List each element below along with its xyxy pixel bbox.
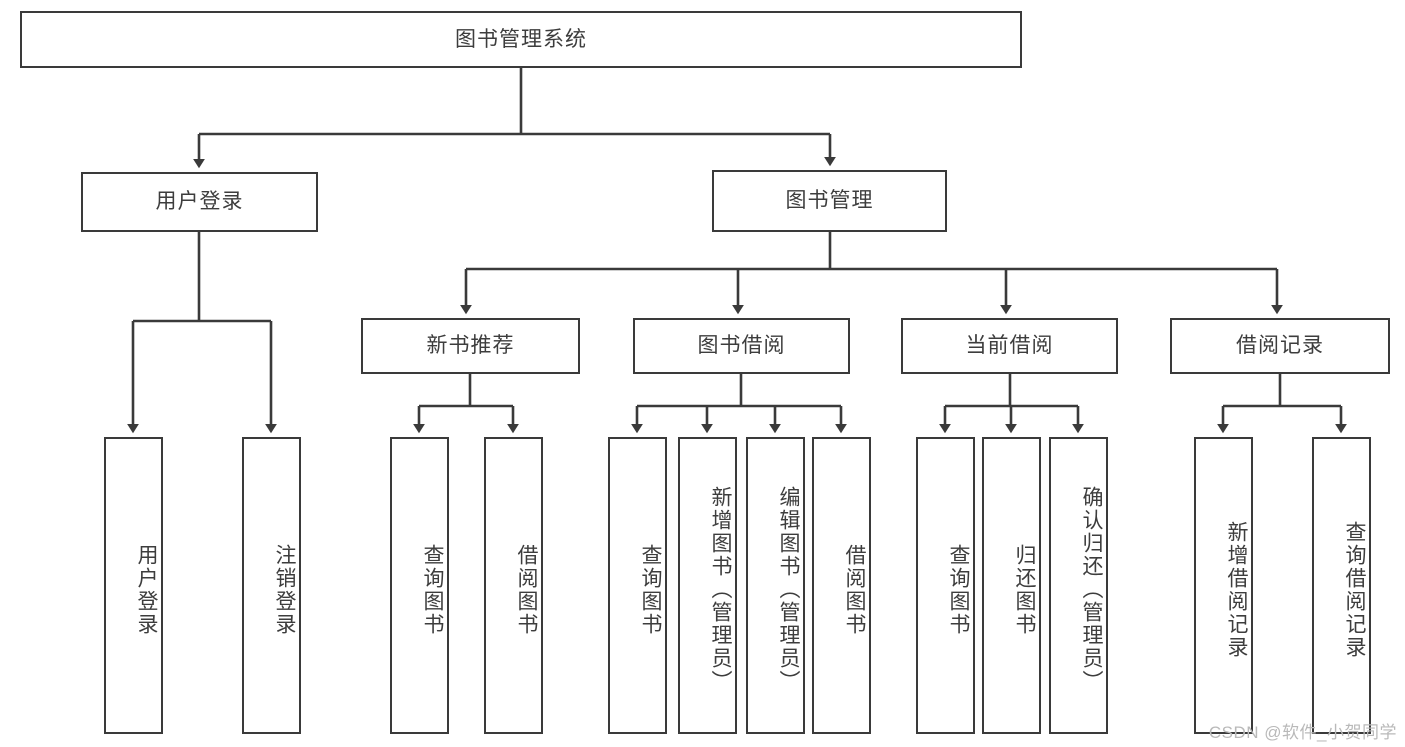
leaf-query-book-new[interactable]: 查询图书 bbox=[390, 437, 449, 734]
node-user-login[interactable]: 用户登录 bbox=[81, 172, 318, 232]
node-current-borrow[interactable]: 当前借阅 bbox=[901, 318, 1118, 374]
leaf-add-book-admin-label: 新增图书（管理员） bbox=[709, 486, 732, 693]
node-new-book-recommend[interactable]: 新书推荐 bbox=[361, 318, 580, 374]
node-book-management[interactable]: 图书管理 bbox=[712, 170, 947, 232]
leaf-logout[interactable]: 注销登录 bbox=[242, 437, 301, 734]
leaf-query-book-current[interactable]: 查询图书 bbox=[916, 437, 975, 734]
leaf-user-login[interactable]: 用户登录 bbox=[104, 437, 163, 734]
node-book-borrow-label: 图书借阅 bbox=[697, 334, 786, 358]
leaf-edit-book-admin-label: 编辑图书（管理员） bbox=[777, 486, 800, 693]
leaf-query-book-new-label: 查询图书 bbox=[421, 543, 444, 636]
leaf-user-login-label: 用户登录 bbox=[135, 543, 158, 636]
node-new-book-recommend-label: 新书推荐 bbox=[426, 334, 515, 358]
leaf-query-book-borrow[interactable]: 查询图书 bbox=[608, 437, 667, 734]
leaf-borrow-book-new[interactable]: 借阅图书 bbox=[484, 437, 543, 734]
leaf-borrow-book-label: 借阅图书 bbox=[843, 543, 866, 636]
leaf-add-borrow-record[interactable]: 新增借阅记录 bbox=[1194, 437, 1253, 734]
leaf-query-book-borrow-label: 查询图书 bbox=[639, 543, 662, 636]
leaf-confirm-return-admin-label: 确认归还（管理员） bbox=[1080, 486, 1103, 693]
node-borrow-record-label: 借阅记录 bbox=[1236, 334, 1324, 358]
leaf-return-book[interactable]: 归还图书 bbox=[982, 437, 1041, 734]
node-user-login-label: 用户登录 bbox=[155, 190, 244, 214]
node-book-borrow[interactable]: 图书借阅 bbox=[633, 318, 850, 374]
leaf-query-borrow-record[interactable]: 查询借阅记录 bbox=[1312, 437, 1371, 734]
leaf-confirm-return-admin[interactable]: 确认归还（管理员） bbox=[1049, 437, 1108, 734]
leaf-query-borrow-record-label: 查询借阅记录 bbox=[1343, 520, 1366, 659]
leaf-borrow-book[interactable]: 借阅图书 bbox=[812, 437, 871, 734]
leaf-logout-label: 注销登录 bbox=[273, 543, 296, 636]
leaf-add-book-admin[interactable]: 新增图书（管理员） bbox=[678, 437, 737, 734]
leaf-return-book-label: 归还图书 bbox=[1013, 543, 1036, 636]
leaf-query-book-current-label: 查询图书 bbox=[947, 543, 970, 636]
leaf-add-borrow-record-label: 新增借阅记录 bbox=[1225, 520, 1248, 659]
node-book-management-label: 图书管理 bbox=[785, 189, 874, 213]
node-root[interactable]: 图书管理系统 bbox=[20, 11, 1022, 68]
node-current-borrow-label: 当前借阅 bbox=[965, 334, 1054, 358]
leaf-edit-book-admin[interactable]: 编辑图书（管理员） bbox=[746, 437, 805, 734]
leaf-borrow-book-new-label: 借阅图书 bbox=[515, 543, 538, 636]
node-root-label: 图书管理系统 bbox=[455, 27, 587, 51]
node-borrow-record[interactable]: 借阅记录 bbox=[1170, 318, 1390, 374]
